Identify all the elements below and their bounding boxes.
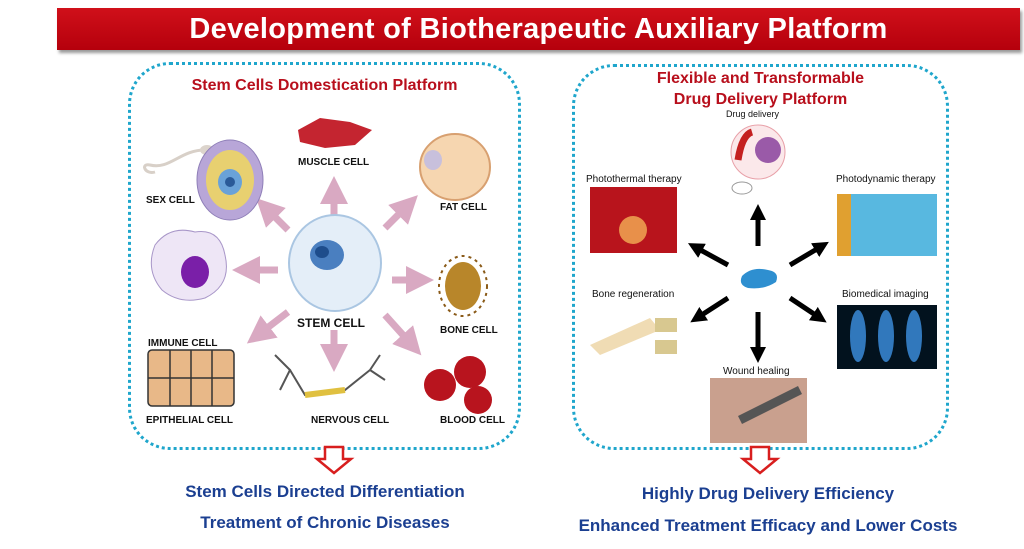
bone-regeneration-image [590, 318, 677, 355]
hydrogel-platform-image [740, 268, 777, 289]
right-outcome-1: Highly Drug Delivery Efficiency [641, 484, 895, 503]
drug-delivery-image [730, 124, 786, 195]
muscle-cell-image [298, 118, 372, 148]
application-arrows [687, 204, 829, 363]
app-label-drug-delivery: Drug delivery [726, 109, 780, 119]
epithelial-cell-image [147, 349, 235, 407]
left-outcome-1: Stem Cells Directed Differentiation [185, 482, 465, 501]
app-label-photothermal: Photothermal therapy [586, 174, 682, 185]
blood-cell-image [424, 356, 492, 414]
left-outcome-2: Treatment of Chronic Diseases [200, 513, 450, 532]
fat-cell-image [419, 133, 491, 201]
app-label-bone-regeneration: Bone regeneration [592, 289, 675, 300]
cell-label-bone: BONE CELL [440, 325, 498, 336]
drug-delivery-title-2: Drug Delivery Platform [673, 91, 848, 108]
cell-label-epithelial: EPITHELIAL CELL [146, 415, 234, 426]
stem-cell-label: STEM CELL [297, 316, 365, 330]
cell-label-immune: IMMUNE CELL [148, 338, 218, 349]
differentiation-arrows [232, 176, 434, 372]
right-outcome-2: Enhanced Treatment Efficacy and Lower Co… [578, 516, 958, 535]
nervous-cell-image [274, 354, 386, 398]
bone-cell-image [438, 255, 488, 317]
cell-label-blood: BLOOD CELL [440, 415, 505, 426]
down-arrow-icon [739, 445, 781, 475]
app-label-wound-healing: Wound healing [723, 366, 790, 377]
cell-label-nervous: NERVOUS CELL [311, 415, 390, 426]
page-title: Development of Biotherapeutic Auxiliary … [57, 8, 1020, 50]
drug-delivery-title-1: Flexible and Transformable [656, 70, 865, 87]
immune-cell-image [150, 229, 227, 301]
sex-cell-image [143, 139, 264, 221]
stem-cell-image [288, 214, 382, 312]
stem-cell-panel-title: Stem Cells Domestication Platform [191, 77, 458, 94]
app-label-photodynamic: Photodynamic therapy [836, 174, 936, 185]
down-arrow-icon [313, 445, 355, 475]
cell-label-sex: SEX CELL [146, 195, 195, 206]
cell-label-muscle: MUSCLE CELL [298, 157, 370, 168]
cell-label-fat: FAT CELL [440, 202, 488, 213]
photodynamic-therapy-image [837, 194, 937, 256]
app-label-biomedical-imaging: Biomedical imaging [842, 289, 929, 300]
